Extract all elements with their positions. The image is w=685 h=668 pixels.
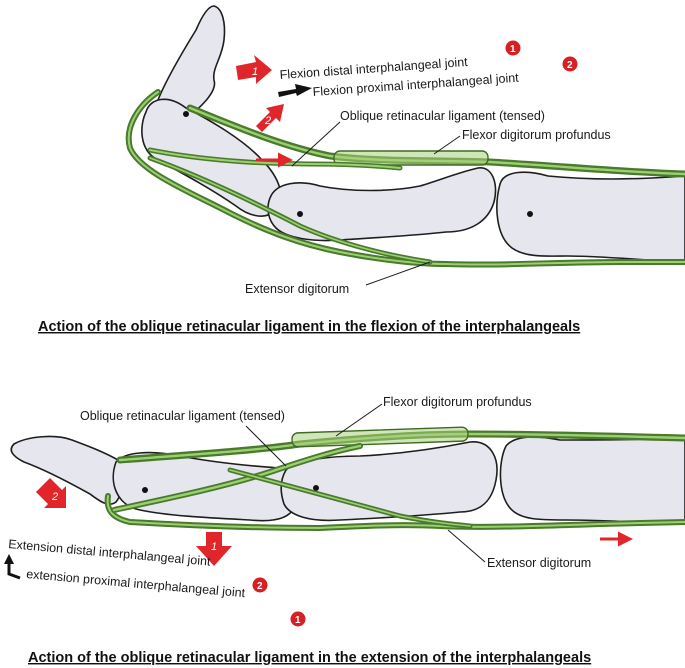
- pip-joint-dot: [313, 485, 319, 491]
- oblique-retinacular-ligament-highlight: [112, 444, 362, 512]
- mcp-joint-dot: [527, 211, 533, 217]
- black-arrow-icon: [278, 84, 312, 97]
- arrow-number: 1: [211, 541, 217, 553]
- extension-ext-leader: [447, 529, 486, 563]
- distal-phalanx: [10, 435, 125, 505]
- red-arrow-icon: [36, 478, 66, 508]
- red-arrow-icon: [236, 55, 272, 84]
- extension-figure: 2 1 Oblique retinacular ligament (tensed…: [4, 395, 685, 666]
- oblique-retinacular-ligament-highlight: [149, 149, 401, 169]
- flexion-orl-label: Oblique retinacular ligament (tensed): [340, 109, 545, 123]
- flexor-sheath: [333, 150, 489, 166]
- extensor-tendon-highlight: [127, 91, 685, 266]
- flexion-figure: 1 2 Flexion distal interphalangeal joint…: [38, 5, 685, 335]
- flexion-caption: Action of the oblique retinacular ligame…: [38, 319, 580, 335]
- flexion-orl-leader: [291, 121, 341, 167]
- extension-fdp-label: Flexor digitorum profundus: [383, 395, 532, 409]
- extension-ext-label: Extensor digitorum: [487, 556, 591, 570]
- flexion-fdp-leader: [433, 135, 461, 155]
- black-curved-arrow-icon: [7, 562, 21, 580]
- badge-number: 1: [295, 615, 301, 626]
- extension-fdp-leader: [335, 403, 383, 437]
- flexion-arrow-2: 2: [256, 104, 284, 132]
- extension-arrow-2: 2: [36, 478, 66, 508]
- extension-pip-badge: 1: [290, 611, 306, 627]
- dip-joint-dot: [183, 111, 189, 117]
- flexion-pip-badge: 2: [562, 56, 578, 72]
- extension-orl-label: Oblique retinacular ligament (tensed): [80, 409, 285, 423]
- metacarpal: [496, 171, 685, 263]
- badge-number: 2: [567, 60, 573, 71]
- arrow-number: 2: [51, 491, 58, 503]
- pip-joint-dot: [297, 211, 303, 217]
- extension-dip-label: Extension distal interphalangeal joint: [8, 537, 212, 569]
- lateral-band-highlight: [229, 469, 471, 527]
- extension-arrow-1: 1: [196, 532, 232, 566]
- flexion-tendons: [125, 89, 685, 268]
- extension-pip-label: extension proximal interphalangeal joint: [26, 567, 246, 600]
- extension-tendons: [104, 426, 685, 532]
- arrow-number: 1: [252, 66, 258, 78]
- flexor-sheath: [291, 426, 469, 448]
- extension-dip-badge: 2: [252, 577, 268, 593]
- dip-joint-dot: [142, 487, 148, 493]
- flexion-ext-label: Extensor digitorum: [245, 282, 349, 296]
- flexion-dip-badge: 1: [505, 40, 521, 56]
- metacarpal: [499, 436, 685, 525]
- red-arrow-icon: [196, 532, 232, 566]
- extension-orl-leader: [245, 425, 287, 467]
- flexion-fdp-label: Flexor digitorum profundus: [462, 128, 611, 142]
- extensor-tendon-highlight: [106, 495, 685, 530]
- proximal-phalanx: [280, 441, 498, 522]
- red-arrow-icon: [256, 104, 284, 132]
- badge-number: 2: [257, 581, 263, 592]
- flexion-arrow-1: 1: [236, 55, 272, 84]
- black-arrow-head-icon: [4, 554, 14, 564]
- arrow-number: 2: [264, 115, 271, 127]
- lateral-band-highlight: [149, 157, 431, 263]
- badge-number: 1: [510, 44, 516, 55]
- flexion-ext-leader: [365, 261, 431, 286]
- extension-caption: Action of the oblique retinacular ligame…: [28, 650, 591, 666]
